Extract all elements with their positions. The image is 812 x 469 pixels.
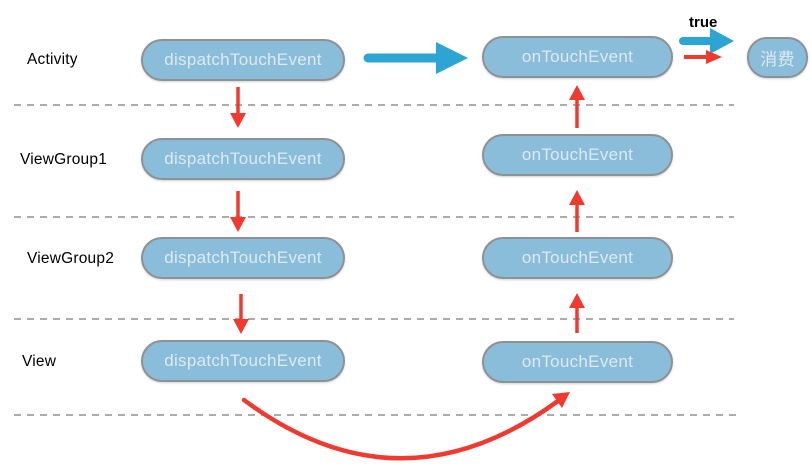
blue-right-arrow-true-to-consume xyxy=(679,28,734,54)
node-viewgroup2-ontouchevent: onTouchEvent xyxy=(482,237,673,279)
node-viewgroup2-dispatchtouchevent: dispatchTouchEvent xyxy=(141,237,345,279)
red-up-arrow-viewgroup1-to-activity xyxy=(569,85,585,128)
red-right-arrow-true-to-consume xyxy=(684,50,722,64)
red-down-arrow-viewgroup1-to-viewgroup2 xyxy=(230,191,246,232)
blue-right-arrow-dispatch-to-ontouch xyxy=(363,42,468,74)
row-label-view: View xyxy=(22,353,57,370)
row-label-activity: Activity xyxy=(27,51,78,68)
red-up-arrow-viewgroup2-to-viewgroup1 xyxy=(569,190,585,232)
node-viewgroup1-dispatchtouchevent: dispatchTouchEvent xyxy=(141,138,345,180)
row-label-viewgroup1: ViewGroup1 xyxy=(20,151,108,168)
row-label-viewgroup2: ViewGroup2 xyxy=(27,250,115,267)
node-activity-dispatchtouchevent: dispatchTouchEvent xyxy=(141,39,345,81)
node-view-dispatchtouchevent: dispatchTouchEvent xyxy=(141,340,345,382)
node-viewgroup1-ontouchevent: onTouchEvent xyxy=(482,134,673,176)
node-view-ontouchevent: onTouchEvent xyxy=(482,341,673,383)
red-curved-arrow-view-dispatch-to-ontouch xyxy=(241,392,570,461)
node-activity-ontouchevent: onTouchEvent xyxy=(482,36,673,78)
red-down-arrow-viewgroup2-to-view xyxy=(233,294,249,334)
red-down-arrow-activity-to-viewgroup1 xyxy=(230,87,246,128)
true-condition-label: true xyxy=(689,14,718,31)
red-up-arrow-view-to-viewgroup2 xyxy=(569,293,585,333)
node-consume: 消费 xyxy=(747,37,808,78)
